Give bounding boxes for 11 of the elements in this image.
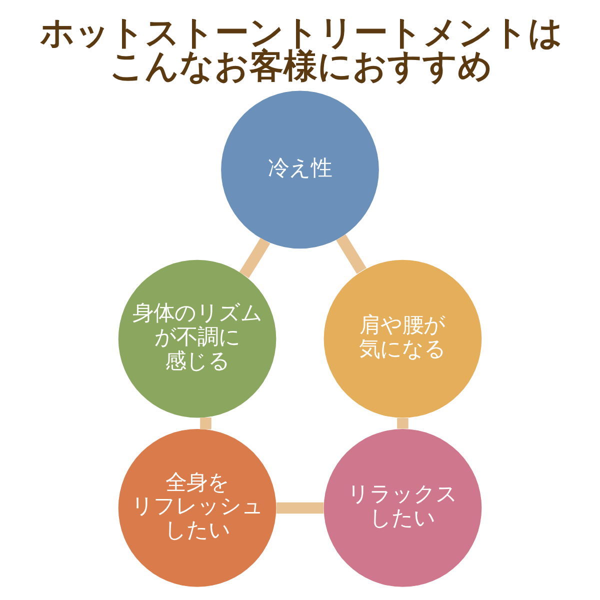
node-circle: 全身をリフレッシュしたい [118,429,276,587]
node-circle: リラックスしたい [324,429,482,587]
diagram-title: ホットストーントリートメントはこんなお客様におすすめ [40,12,564,86]
node-circle: 身体のリズムが不調に感じる [118,260,276,418]
node-circle: 肩や腰が気になる [324,260,482,418]
connector [336,234,366,274]
connector [276,502,324,514]
connector [239,238,270,278]
node-circle: 冷え性 [221,90,379,249]
connector [397,418,408,429]
connector [200,418,212,430]
